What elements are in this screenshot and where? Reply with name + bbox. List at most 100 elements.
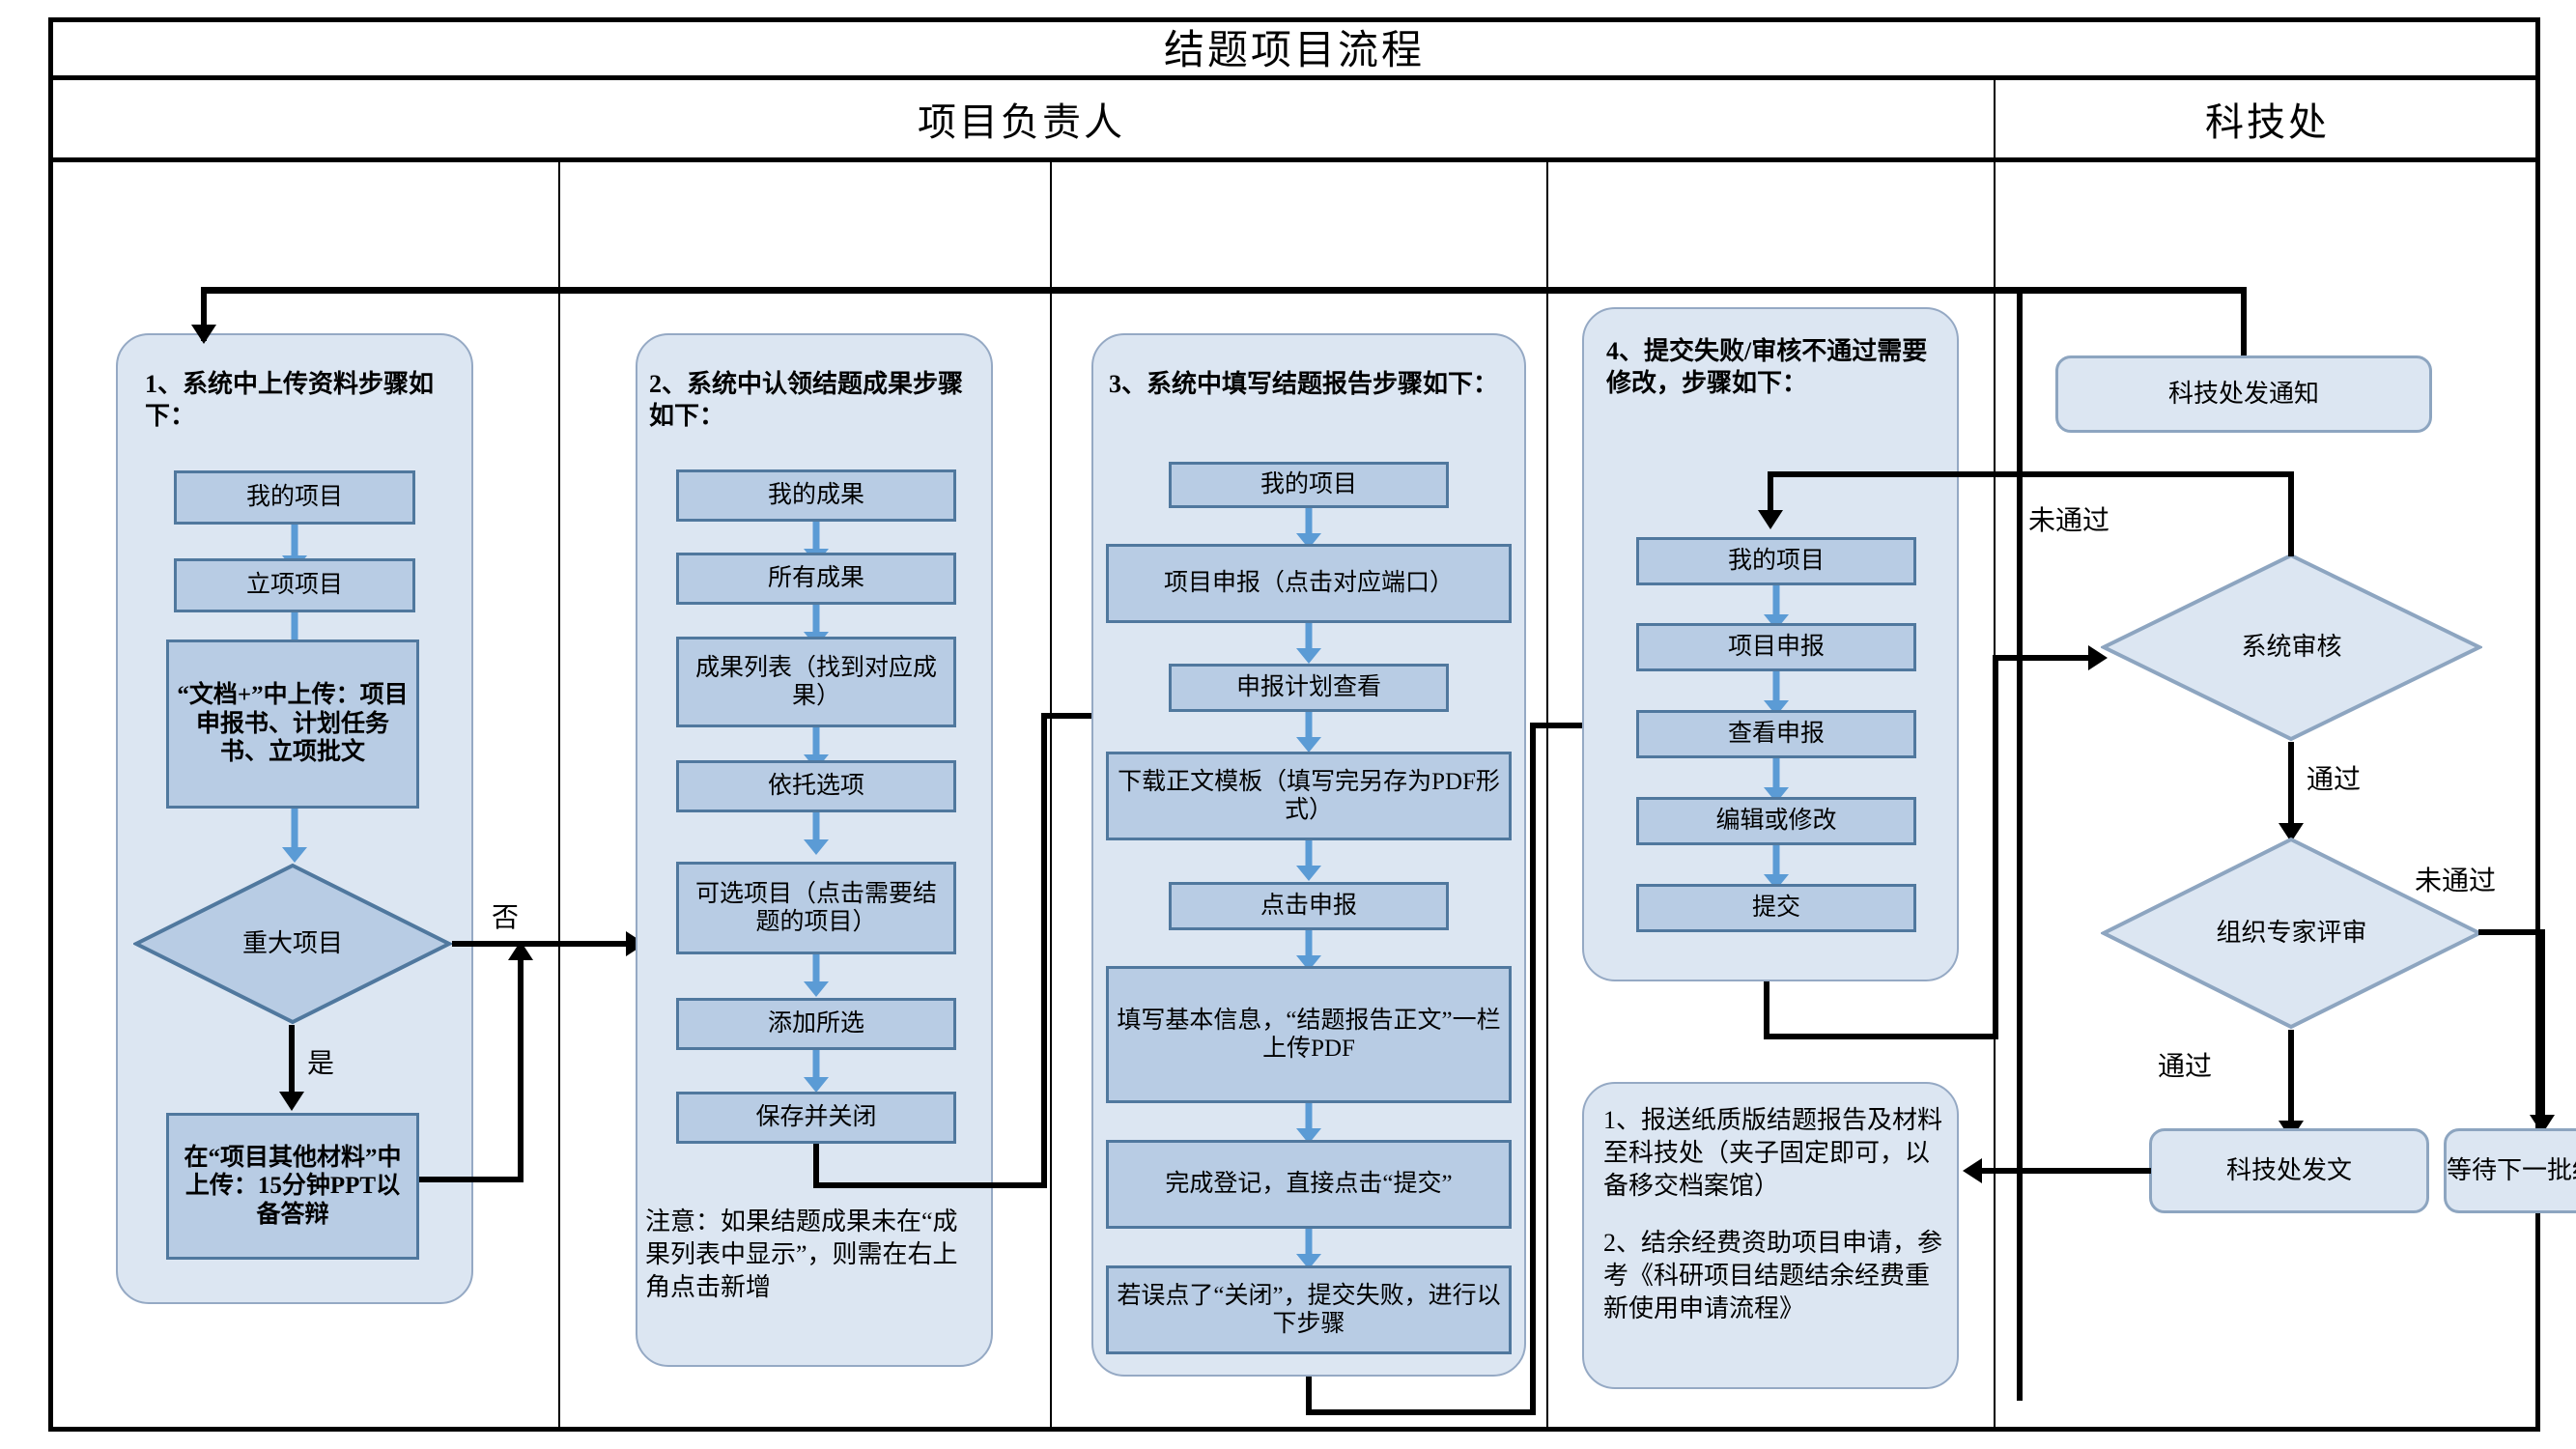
expert-fail-line-down [2539,929,2545,1121]
col2-arrow-6 [804,1050,829,1093]
col2-step-7[interactable]: 保存并关闭 [676,1092,956,1144]
col2-arrow-5 [804,954,829,997]
col2-to-col3-line-h [1041,713,1111,719]
col4-to-review-line-h [1993,655,2094,661]
col1-yes-line [289,1025,295,1097]
col4-exit-line-h [1764,1034,1998,1039]
right-lane-trunk-line [2017,290,2023,1401]
col4-step-3[interactable]: 查看申报 [1636,710,1916,758]
expert-pass-label: 通过 [2158,1052,2213,1082]
column-4-heading: 4、提交失败/审核不通过需要修改，步骤如下： [1606,337,1928,397]
col3-arrow-7 [1296,1229,1321,1269]
system-fail-label: 未通过 [2028,506,2110,536]
lane-header-office: 科技处 [2205,100,2330,144]
col1-no-line-h [452,941,630,947]
col3-step-4[interactable]: 下载正文模板（填写完另存为PDF形式） [1106,752,1512,840]
col3-arrow-3 [1296,712,1321,753]
wait-next-batch-box[interactable]: 等待下一批结题申请 [2444,1128,2576,1213]
col3-step-1[interactable]: 我的项目 [1169,462,1449,508]
col3-arrow-6 [1296,1103,1321,1144]
col3-step-8[interactable]: 若误点了“关闭”，提交失败，进行以下步骤 [1106,1265,1512,1354]
col2-arrow-4 [804,812,829,855]
col2-step-3[interactable]: 成果列表（找到对应成果） [676,637,956,727]
col1-no-arrowhead [508,941,533,960]
col2-step-2[interactable]: 所有成果 [676,553,956,605]
expert-fail-label: 未通过 [2415,867,2497,896]
col3-step-7[interactable]: 完成登记，直接点击“提交” [1106,1140,1512,1229]
system-pass-line [2288,742,2294,829]
col3-exit-line-h [1306,1409,1536,1415]
col1-step-2[interactable]: 立项项目 [174,558,415,612]
col1-yes-step[interactable]: 在“项目其他材料”中上传：15分钟PPT以备答辩 [166,1113,419,1260]
col3-step-5[interactable]: 点击申报 [1169,882,1449,930]
title-separator [48,75,2540,80]
col2-step-5[interactable]: 可选项目（点击需要结题的项目） [676,862,956,954]
col3-arrow-2 [1296,623,1321,664]
diagram-outer-frame [48,17,2540,1432]
column-divider-3 [1546,162,1548,1432]
col3-step-2[interactable]: 项目申报（点击对应端口） [1106,544,1512,623]
col4-step-1[interactable]: 我的项目 [1636,537,1916,585]
col2-step-1[interactable]: 我的成果 [676,469,956,522]
col4-step-2[interactable]: 项目申报 [1636,623,1916,671]
col2-step-4[interactable]: 依托选项 [676,760,956,812]
col3-step-6[interactable]: 填写基本信息，“结题报告正文”一栏上传PDF [1106,966,1512,1103]
system-fail-line-v [2288,471,2294,556]
system-fail-line-h [1768,471,2294,477]
col1-decision-major-project[interactable]: 重大项目 [133,863,452,1025]
col1-no-line-v [518,941,524,1182]
col3-exit-line-v [1306,1377,1312,1415]
col4-exit-line-v [1764,981,1769,1039]
expert-review-decision[interactable]: 组织专家评审 [2101,837,2482,1030]
col4-step-4[interactable]: 编辑或修改 [1636,797,1916,845]
office-notice-box[interactable]: 科技处发通知 [2055,355,2432,433]
col3-step-3[interactable]: 申报计划查看 [1169,664,1449,712]
col1-yes-label: 是 [307,1049,335,1079]
col1-no-line-h2 [419,1177,524,1182]
col3-to-col4-line-h [1530,723,1599,728]
top-bus-arrowhead [191,325,216,344]
col1-yes-arrowhead [279,1092,304,1111]
col1-decision-label: 重大项目 [241,928,343,957]
system-review-decision[interactable]: 系统审核 [2101,553,2482,742]
col2-exit-line-v [813,1144,819,1188]
col2-exit-line-h [813,1182,1047,1188]
col4-to-review-line-v [1993,655,1998,1039]
expert-pass-line [2288,1030,2294,1126]
col2-note: 注意：如果结题成果未在“成果列表中显示”，则需在右上角点击新增 [645,1208,958,1301]
col4-to-review-arrowhead [2088,645,2108,670]
system-fail-arrowhead [1758,510,1783,529]
col3-arrow-5 [1296,930,1321,971]
column-divider-1 [558,162,560,1432]
col1-step-1[interactable]: 我的项目 [174,470,415,525]
office-issue-doc-box[interactable]: 科技处发文 [2149,1128,2429,1213]
system-pass-label: 通过 [2307,765,2362,795]
top-bus-line [201,287,2247,294]
column-2-heading: 2、系统中认领结题成果步骤如下： [649,370,964,430]
column-divider-2 [1050,162,1052,1432]
col3-to-col4-line-v [1530,723,1536,1415]
lane-header-owner: 项目负责人 [918,100,1125,144]
expert-fail-line-h [2478,929,2545,935]
col4-step-5[interactable]: 提交 [1636,884,1916,932]
col1-no-label: 否 [492,903,520,933]
column-1-heading: 1、系统中上传资料步骤如下： [145,370,435,430]
col1-step-3[interactable]: “文档+”中上传：项目申报书、计划任务书、立项批文 [166,639,419,809]
pool-column-4-notes [1582,1082,1959,1389]
col2-step-6[interactable]: 添加所选 [676,998,956,1050]
col3-arrow-1 [1296,508,1321,549]
column-3-heading: 3、系统中填写结题报告步骤如下： [1109,370,1499,398]
col2-to-col3-line-v [1041,713,1047,1188]
col1-arrow-3 [282,809,307,865]
lane-header-separator [48,157,2540,162]
system-review-label: 系统审核 [2241,632,2342,661]
notice-up-line [2241,290,2247,355]
col3-arrow-4 [1296,840,1321,881]
system-fail-line-down [1768,471,1773,520]
col4-note-1: 1、报送纸质版结题报告及材料至科技处（夹子固定即可，以备移交档案馆） [1603,1106,1943,1200]
col4-note-2: 2、结余经费资助项目申请，参考《科研项目结题结余经费重新使用申请流程》 [1603,1229,1943,1322]
issuedoc-to-notes-line [1982,1168,2151,1174]
page-title: 结题项目流程 [1163,28,1425,73]
system-pass-arrowhead [2279,823,2304,842]
